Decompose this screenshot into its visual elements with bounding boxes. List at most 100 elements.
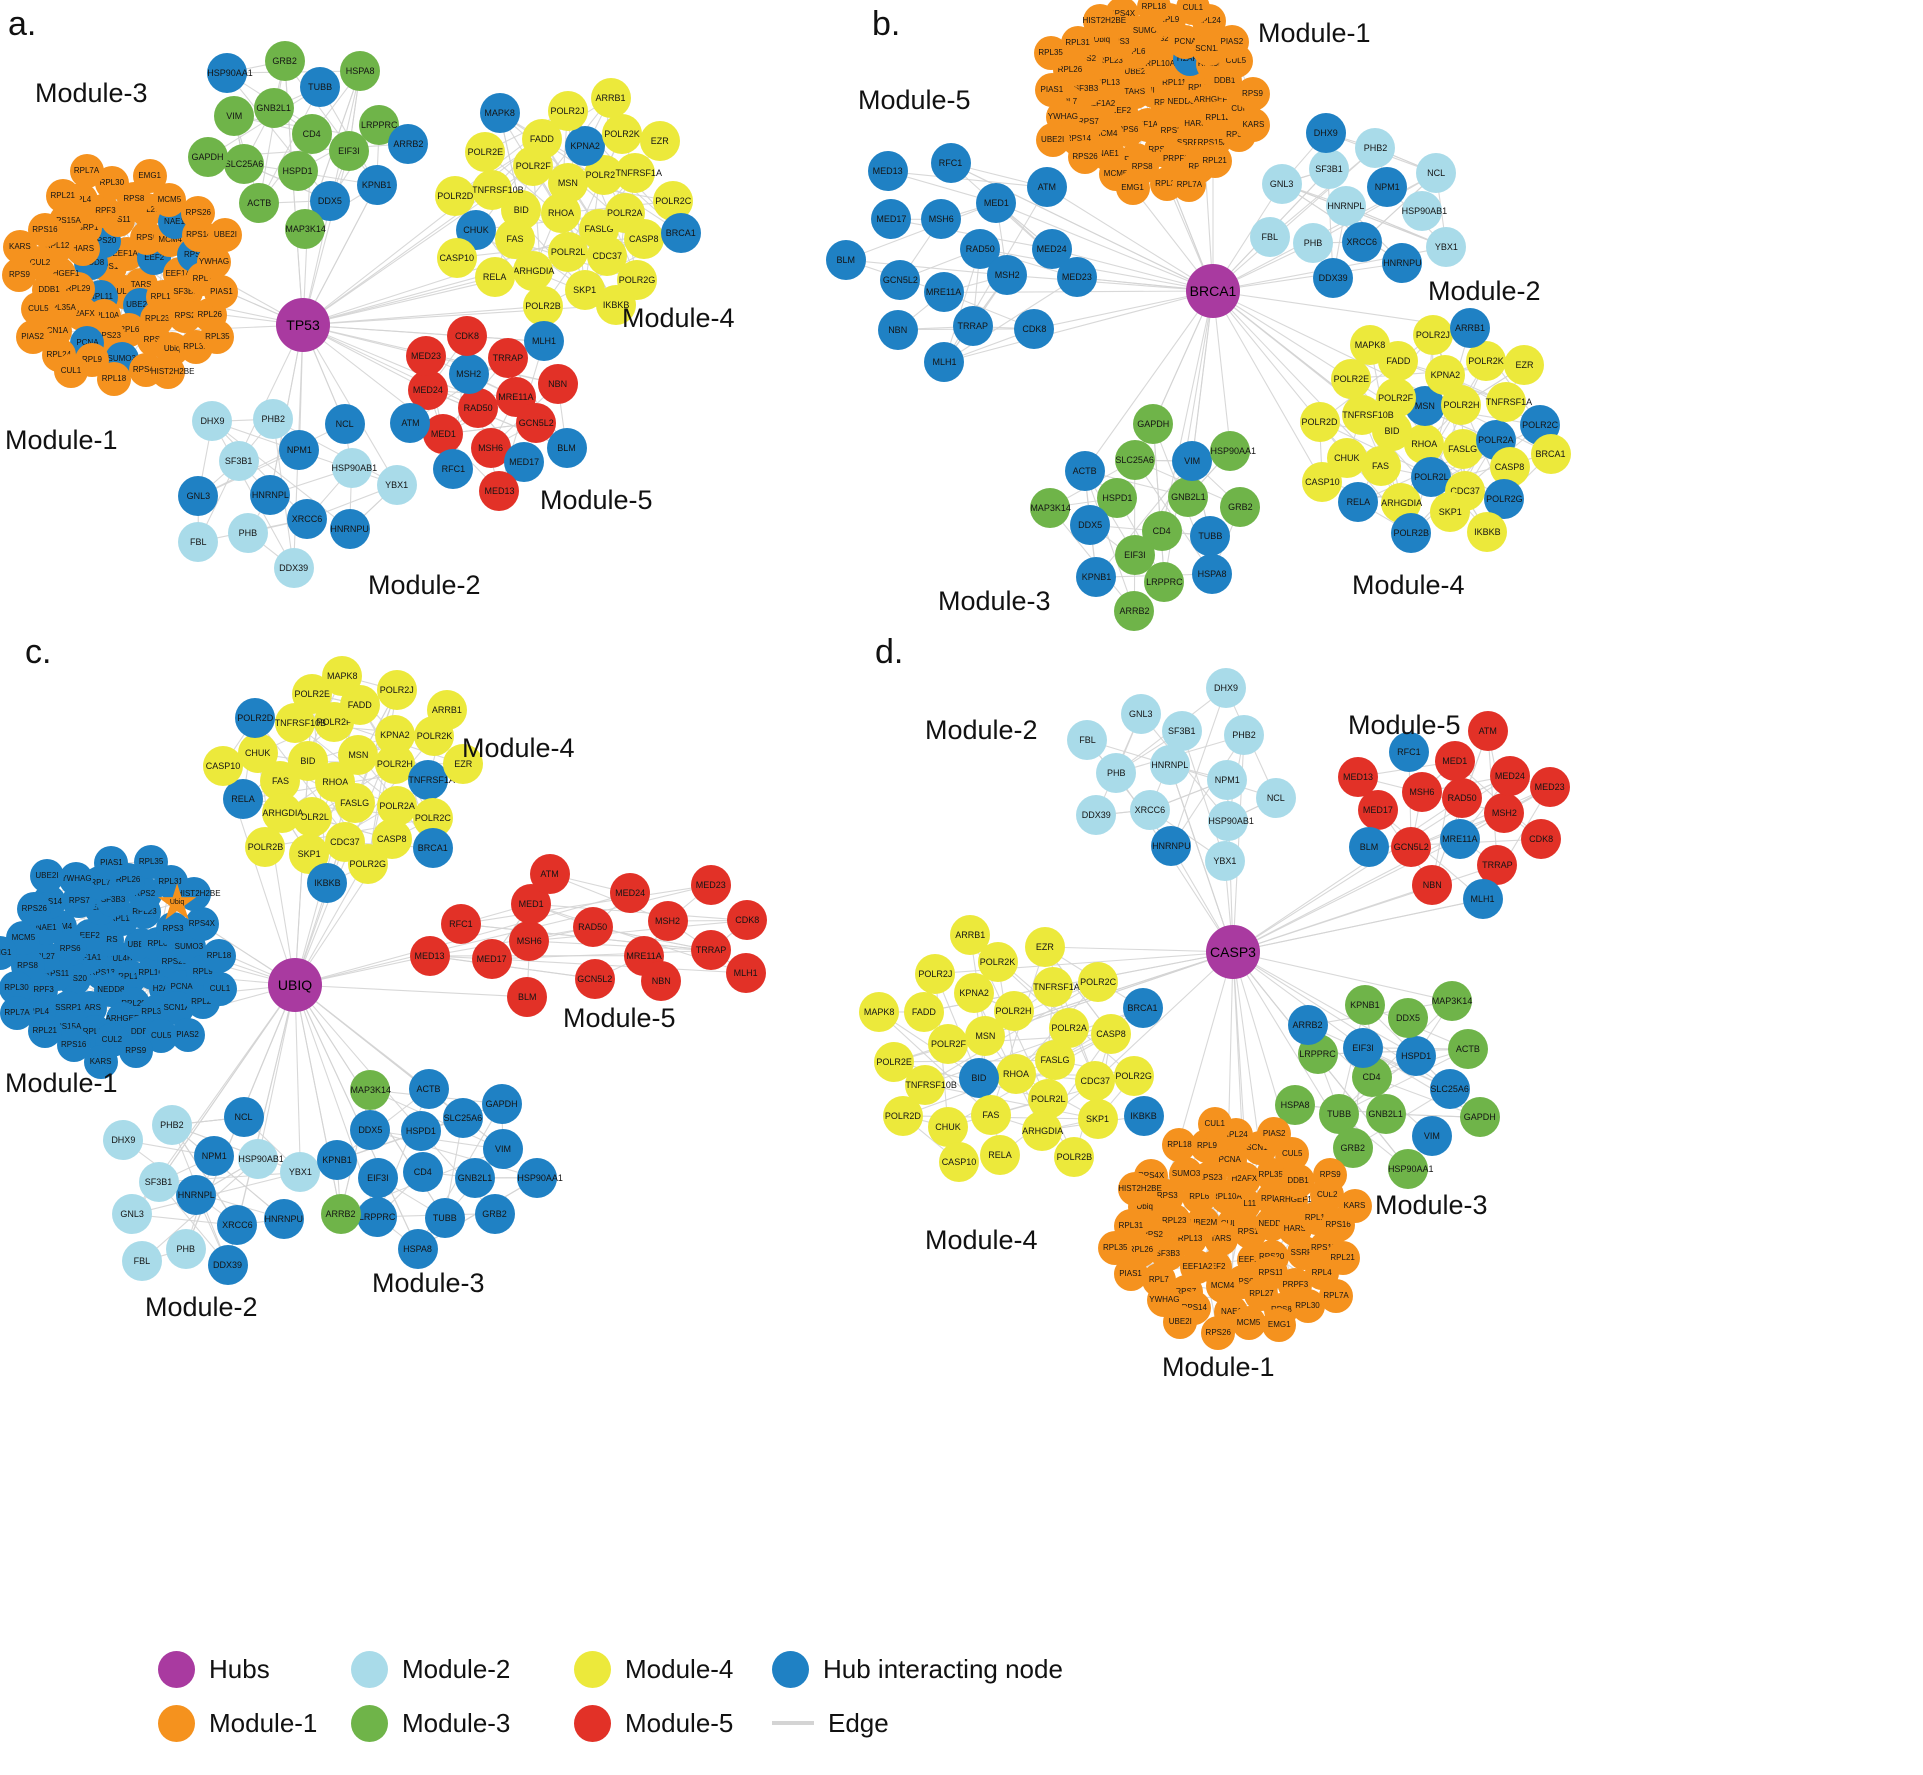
node-POLR2K: POLR2K xyxy=(1466,341,1507,382)
node-EZR: EZR xyxy=(639,120,680,161)
node-XRCC6: XRCC6 xyxy=(287,499,328,540)
node-POLR2D: POLR2D xyxy=(235,697,276,738)
node-CD4: CD4 xyxy=(402,1151,443,1192)
node-BRCA1: BRCA1 xyxy=(660,212,701,253)
module-label-d-module4: Module-4 xyxy=(925,1225,1038,1255)
module-label-d-module3: Module-3 xyxy=(1375,1190,1488,1220)
edge xyxy=(1046,186,1214,292)
node-NPM1: NPM1 xyxy=(1367,166,1408,207)
node-LRPPRC: LRPPRC xyxy=(357,1196,398,1237)
node-MSH2: MSH2 xyxy=(647,901,688,942)
node-GCN5L2: GCN5L2 xyxy=(1391,827,1432,868)
node-MSH6: MSH6 xyxy=(1401,772,1442,813)
node-CD4: CD4 xyxy=(291,113,332,154)
node-TRRAP: TRRAP xyxy=(690,930,731,971)
node-NCL: NCL xyxy=(1255,777,1296,818)
edge xyxy=(491,958,746,974)
node-GNL3: GNL3 xyxy=(1261,163,1302,204)
node-TRRAP: TRRAP xyxy=(1477,845,1518,886)
node-POLR2A: POLR2A xyxy=(1049,1007,1090,1048)
edge xyxy=(302,324,479,409)
edge xyxy=(294,984,528,998)
node-HNRNPU: HNRNPU xyxy=(263,1198,304,1239)
node-CASP8: CASP8 xyxy=(623,219,664,260)
node-RHOA: RHOA xyxy=(996,1053,1036,1094)
node-KPNA2: KPNA2 xyxy=(1425,355,1466,396)
node-MAP3K14: MAP3K14 xyxy=(1030,487,1071,528)
edge xyxy=(1377,809,1483,900)
node-MLH1: MLH1 xyxy=(725,953,766,994)
node-KPNB1: KPNB1 xyxy=(356,165,397,206)
node-MAP3K14: MAP3K14 xyxy=(285,209,326,250)
edge xyxy=(529,919,748,942)
node-SLC25A6: SLC25A6 xyxy=(1429,1068,1470,1109)
node-CUL1: CUL1 xyxy=(1197,1107,1232,1142)
node-RPL18: RPL18 xyxy=(1162,1127,1197,1162)
node-GRB2: GRB2 xyxy=(264,40,305,81)
node-FASLG: FASLG xyxy=(334,783,375,824)
node-HIST2H2BE: HIST2H2BE xyxy=(150,355,194,390)
node-DDX39: DDX39 xyxy=(273,548,314,589)
node-IKBKB: IKBKB xyxy=(1467,511,1508,552)
module-label-c-module1: Module-1 xyxy=(5,1068,118,1098)
node-MLH1: MLH1 xyxy=(924,342,965,383)
edge xyxy=(1338,1048,1469,1115)
node-DDX39: DDX39 xyxy=(1076,795,1117,836)
module-label-b-module1: Module-1 xyxy=(1258,18,1371,48)
node-FAS: FAS xyxy=(970,1094,1011,1135)
node-PHB: PHB xyxy=(165,1229,206,1270)
module-label-d-module2: Module-2 xyxy=(925,715,1038,745)
node-POLR2G: POLR2G xyxy=(347,844,388,885)
node-KPNA2: KPNA2 xyxy=(954,973,995,1014)
node-PHB2: PHB2 xyxy=(1355,127,1396,168)
node-EMG1: EMG1 xyxy=(0,935,18,970)
node-TNFRSF1A: TNFRSF1A xyxy=(1485,382,1532,423)
node-POLR2D: POLR2D xyxy=(1299,401,1340,442)
node-HSPD1: HSPD1 xyxy=(277,151,318,192)
node-MED13: MED13 xyxy=(1337,756,1378,797)
node-DDX5: DDX5 xyxy=(1070,504,1111,545)
node-HSPA8: HSPA8 xyxy=(340,51,381,92)
node-POLR2E: POLR2E xyxy=(465,131,506,172)
node-ARHGDIA: ARHGDIA xyxy=(262,793,303,834)
node-CUL1: CUL1 xyxy=(202,972,237,1007)
edge xyxy=(197,324,304,543)
node-IKBKB: IKBKB xyxy=(1123,1095,1164,1136)
node-XRCC6: XRCC6 xyxy=(217,1205,258,1246)
node-KPNB1: KPNB1 xyxy=(317,1140,357,1181)
node-FBL: FBL xyxy=(178,521,219,562)
edge xyxy=(845,202,997,261)
legend-item-module-1: Module-1 xyxy=(158,1704,343,1742)
node-VIM: VIM xyxy=(1411,1116,1452,1157)
node-MED17: MED17 xyxy=(1357,790,1398,831)
node-MED13: MED13 xyxy=(479,471,520,512)
node-ACTB: ACTB xyxy=(239,183,280,224)
node-FADD: FADD xyxy=(903,991,944,1032)
node-PIAS2: PIAS2 xyxy=(15,320,50,355)
node-SKP1: SKP1 xyxy=(1430,492,1471,533)
node-GNL3: GNL3 xyxy=(1120,693,1161,734)
node-NPM1: NPM1 xyxy=(1207,759,1248,800)
node-ACTB: ACTB xyxy=(408,1069,449,1110)
node-POLR2H: POLR2H xyxy=(993,990,1034,1031)
node-MED17: MED17 xyxy=(471,938,512,979)
edge xyxy=(336,1117,464,1161)
edge xyxy=(529,940,712,952)
node-YBX1: YBX1 xyxy=(376,464,417,505)
edge xyxy=(294,984,422,1132)
node-ACTB: ACTB xyxy=(1064,450,1105,491)
node-HSP90AA1: HSP90AA1 xyxy=(207,52,253,93)
node-MED23: MED23 xyxy=(405,335,446,376)
node-BLM: BLM xyxy=(1348,827,1389,868)
legend-item-hub-interacting-node: Hub interacting node xyxy=(772,1650,1102,1688)
node-MED23: MED23 xyxy=(1056,257,1097,298)
node-RPS9: RPS9 xyxy=(2,257,37,292)
node-RPL35: RPL35 xyxy=(1098,1230,1133,1265)
node-BRCA1: BRCA1 xyxy=(412,827,453,868)
node-MLH1: MLH1 xyxy=(1462,879,1503,920)
edge xyxy=(1034,290,1214,330)
node-BRCA1: BRCA1 xyxy=(1122,988,1163,1029)
node-PHB2: PHB2 xyxy=(1224,715,1265,756)
node-KPNA2: KPNA2 xyxy=(374,715,415,756)
node-ARRB2: ARRB2 xyxy=(1287,1005,1328,1046)
